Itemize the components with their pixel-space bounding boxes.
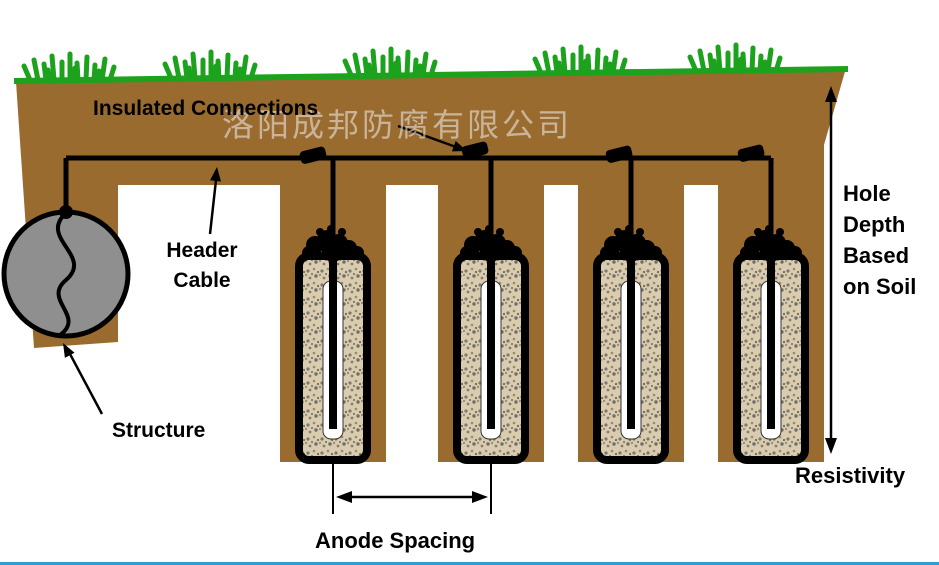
header-cable-label: Header Cable xyxy=(146,236,258,296)
hole-depth-line2: Depth xyxy=(843,212,906,237)
hole-depth-line3: Based xyxy=(843,243,910,268)
cable-splice-connectors xyxy=(299,141,765,164)
hole-depth-arrow xyxy=(825,86,837,454)
header-cable-arrow xyxy=(208,167,221,235)
header-cable-label-line2: Cable xyxy=(173,269,231,292)
hole-depth-line1: Hole xyxy=(843,181,891,206)
anode-spacing-arrow xyxy=(332,464,492,514)
hole-depth-line4: on Soil xyxy=(843,274,917,299)
anode-spacing-label: Anode Spacing xyxy=(315,528,476,553)
resistivity-label: Resistivity xyxy=(795,463,906,488)
grass-strip xyxy=(13,45,849,84)
structure-label: Structure xyxy=(112,419,206,442)
bottom-border-strip xyxy=(0,562,939,565)
watermark-text: 洛阳成邦防腐有限公司 xyxy=(222,107,573,143)
insulated-connections-arrow xyxy=(397,124,467,152)
structure-circle xyxy=(1,205,131,339)
header-cable-line xyxy=(63,155,771,214)
header-cable-label-line1: Header xyxy=(166,239,238,262)
hole-depth-label: Hole Depth Based on Soil xyxy=(843,178,939,302)
structure-arrow xyxy=(63,343,104,415)
insulated-connections-label: Insulated Connections xyxy=(93,97,319,120)
